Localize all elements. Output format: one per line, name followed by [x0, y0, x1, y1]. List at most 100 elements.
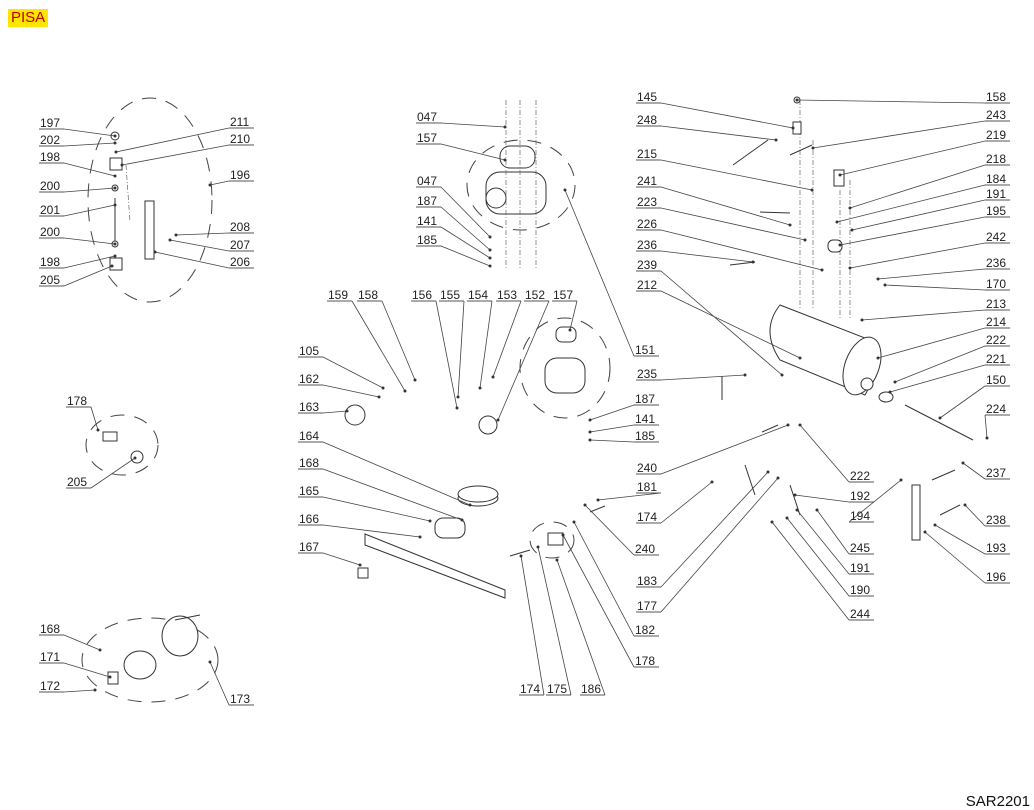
leader-dot — [503, 158, 507, 162]
leader-dot — [174, 233, 178, 237]
callout-label: 152 — [525, 288, 545, 302]
callout-label: 197 — [40, 116, 60, 130]
callout-label: 211 — [230, 115, 249, 129]
leader-line — [861, 309, 986, 321]
callout-196: 196 — [208, 168, 254, 187]
callout-label: 193 — [986, 541, 1006, 555]
callout-label: 242 — [986, 230, 1006, 244]
callout-label: 219 — [986, 128, 1006, 142]
leader-line — [812, 120, 986, 149]
callout-170: 170 — [883, 277, 1010, 291]
leader-line — [63, 187, 116, 193]
callout-205: 205 — [66, 456, 137, 489]
leader-line — [589, 424, 635, 433]
callout-label: 164 — [299, 429, 319, 443]
leader-dot — [776, 476, 780, 480]
callout-label: 150 — [986, 373, 1006, 387]
leader-line — [556, 559, 606, 696]
callout-187: 187 — [416, 194, 492, 252]
leader-dot — [791, 126, 795, 130]
leader-dot — [743, 373, 747, 377]
leader-dot — [835, 220, 839, 224]
leader-dot — [428, 519, 432, 523]
callout-label: 240 — [637, 461, 657, 475]
callout-label: 236 — [986, 256, 1006, 270]
callout-174: 174 — [636, 480, 714, 524]
callout-183: 183 — [636, 470, 770, 588]
leader-line — [964, 504, 986, 527]
callout-label: 224 — [986, 402, 1006, 416]
leader-dot — [93, 688, 97, 692]
callout-150: 150 — [938, 373, 1010, 420]
steam-valve-group — [509, 505, 606, 559]
leader-dot — [413, 378, 417, 382]
leader-line — [322, 410, 348, 414]
callout-label: 162 — [299, 372, 319, 386]
leader-line — [322, 552, 361, 566]
callout-label: 191 — [850, 561, 870, 575]
leader-line — [562, 534, 635, 668]
leader-dot — [774, 138, 778, 142]
leader-line — [894, 345, 986, 383]
leader-dot — [114, 150, 118, 154]
leader-dot — [496, 418, 500, 422]
callout-248: 248 — [636, 113, 778, 142]
leader-dot — [820, 268, 824, 272]
leader-dot — [838, 243, 842, 247]
leader-line — [848, 479, 902, 523]
callout-label: 223 — [637, 195, 657, 209]
leader-dot — [788, 223, 792, 227]
callout-label: 173 — [230, 692, 250, 706]
callout-label: 141 — [417, 214, 437, 228]
leader-line — [63, 634, 101, 651]
leader-line — [63, 128, 116, 137]
leader-line — [209, 661, 230, 706]
callout-185: 185 — [588, 429, 659, 443]
callout-label: 196 — [986, 570, 1006, 584]
pump-assembly — [344, 317, 611, 435]
callout-label: 047 — [417, 174, 437, 188]
callout-222: 222 — [893, 333, 1010, 384]
leader-line — [851, 199, 986, 231]
leader-dot — [770, 520, 774, 524]
leader-line — [381, 300, 416, 381]
leader-line — [479, 300, 493, 389]
callout-185: 185 — [416, 233, 492, 268]
callout-184: 184 — [835, 172, 1010, 224]
callout-label: 157 — [417, 131, 437, 145]
callout-label: 196 — [230, 168, 250, 182]
callout-label: 241 — [637, 174, 657, 188]
callout-157: 157 — [416, 131, 507, 162]
leader-line — [322, 496, 431, 522]
callout-105: 105 — [298, 344, 385, 390]
callout-label: 195 — [986, 204, 1006, 218]
callout-182: 182 — [572, 520, 659, 637]
leader-line — [440, 143, 506, 161]
leader-line — [322, 384, 380, 398]
callout-label: 221 — [986, 352, 1006, 366]
callout-242: 242 — [848, 230, 1010, 270]
callout-layer: 1972021982002012001982052112101962082072… — [39, 90, 1010, 706]
callout-200: 200 — [39, 225, 117, 246]
callout-155: 155 — [439, 288, 465, 399]
callout-198: 198 — [39, 150, 117, 178]
callout-158: 158 — [357, 288, 417, 382]
leader-line — [839, 140, 986, 176]
leader-dot — [460, 518, 464, 522]
leader-line — [63, 162, 116, 177]
callout-236: 236 — [636, 238, 755, 264]
leader-line — [573, 521, 635, 637]
callout-221: 221 — [888, 352, 1010, 394]
leader-dot — [876, 356, 880, 360]
leader-dot — [848, 266, 852, 270]
callout-151: 151 — [563, 188, 659, 357]
leader-line — [660, 270, 783, 376]
leader-dot — [358, 563, 362, 567]
callout-141: 141 — [416, 214, 492, 260]
callout-198: 198 — [39, 254, 117, 269]
leader-line — [63, 265, 113, 287]
level-gauge — [911, 469, 961, 541]
callout-192: 192 — [793, 489, 874, 503]
callout-191: 191 — [795, 508, 874, 575]
callout-label: 205 — [67, 475, 87, 489]
